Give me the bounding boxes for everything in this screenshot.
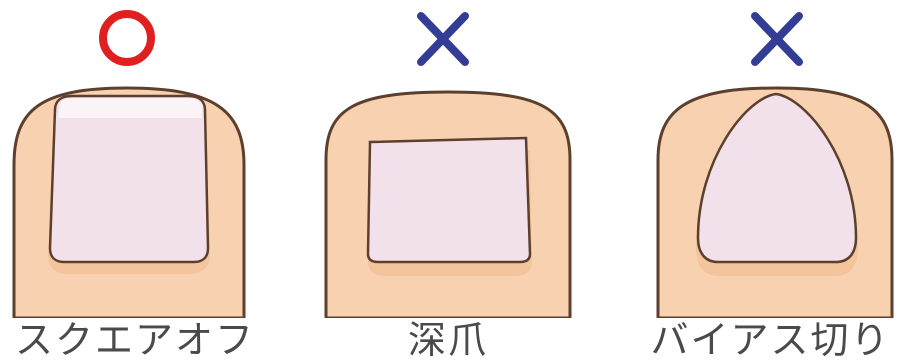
nail <box>366 136 532 264</box>
nail-tip-highlight <box>58 98 202 118</box>
panel-bias-cut: バイアス切り <box>644 0 897 364</box>
nail-illustration-bias-cut <box>656 12 894 318</box>
nail-illustration-deep-cut <box>324 12 572 318</box>
label-square-off: スクエアオフ <box>14 318 255 362</box>
nail <box>48 94 210 264</box>
cross-ng-icon <box>751 12 803 66</box>
panel-deep-cut: 深爪 <box>312 0 584 364</box>
circle-ok-icon <box>99 10 155 66</box>
label-bias-cut: バイアス切り <box>650 318 891 362</box>
cross-ng-icon <box>417 12 469 66</box>
nail <box>696 92 858 264</box>
panel-square-off: スクエアオフ <box>0 0 270 364</box>
nail-illustration-square-off <box>12 10 246 318</box>
label-deep-cut: 深爪 <box>407 318 488 362</box>
